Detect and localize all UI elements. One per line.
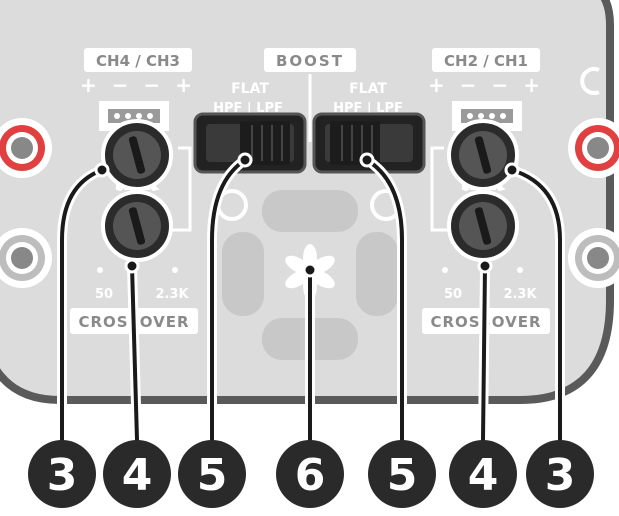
callout-number: 4 (122, 450, 153, 501)
callout-leader-lines (57, 152, 565, 445)
channel-label-left-text: CH4 / CH3 (96, 52, 180, 70)
rca-jack-right-red (568, 118, 619, 178)
callout-badge-3-right: 3 (526, 440, 594, 508)
rca-jack-left-red (0, 118, 52, 178)
signal-path-left (172, 146, 192, 232)
crossover-min-right: 50 (444, 287, 462, 302)
crossover-min-left: 50 (95, 287, 113, 302)
filter-switch-left[interactable] (193, 112, 307, 174)
signal-path-right (430, 146, 448, 232)
switch-filter-label-right: HPF | LPF (333, 101, 403, 116)
callout-badge-4-right: 4 (449, 440, 517, 508)
boost-label: BOOST (264, 48, 356, 72)
rca-jack-right-white (568, 228, 619, 288)
switch-flat-label-right: FLAT (349, 81, 387, 97)
power-indicator-icon (580, 67, 600, 95)
rca-jack-left-white (0, 228, 52, 288)
callout-number: 6 (295, 450, 326, 501)
callout-badge-5-right: 5 (368, 440, 436, 508)
crossover-max-right: 2.3K (503, 287, 537, 302)
crossover-knob-right[interactable] (447, 190, 519, 262)
callout-number: 3 (47, 450, 78, 501)
callout-number: 3 (545, 450, 576, 501)
callout-number: 5 (387, 450, 418, 501)
polarity-marks-right: + − − + (428, 73, 544, 97)
gain-knob-left[interactable] (101, 119, 173, 191)
scale-dots (97, 185, 523, 273)
switch-flat-label-left: FLAT (231, 81, 269, 97)
switch-filter-label-left: HPF | LPF (213, 101, 283, 116)
gain-knob-right[interactable] (447, 119, 519, 191)
callout-number: 5 (197, 450, 228, 501)
channel-label-right: CH2 / CH1 (432, 48, 540, 72)
crossover-knob-left[interactable] (101, 190, 173, 262)
polarity-marks-left: + − − + (80, 73, 196, 97)
callout-badge-6: 6 (276, 440, 344, 508)
channel-label-left: CH4 / CH3 (84, 48, 192, 72)
boost-label-text: BOOST (276, 52, 344, 70)
channel-label-right-text: CH2 / CH1 (444, 52, 528, 70)
crossover-max-left: 2.3K (155, 287, 189, 302)
callout-badge-4-left: 4 (103, 440, 171, 508)
callout-badge-3-left: 3 (28, 440, 96, 508)
callout-badge-5-left: 5 (178, 440, 246, 508)
callout-number: 4 (468, 450, 499, 501)
